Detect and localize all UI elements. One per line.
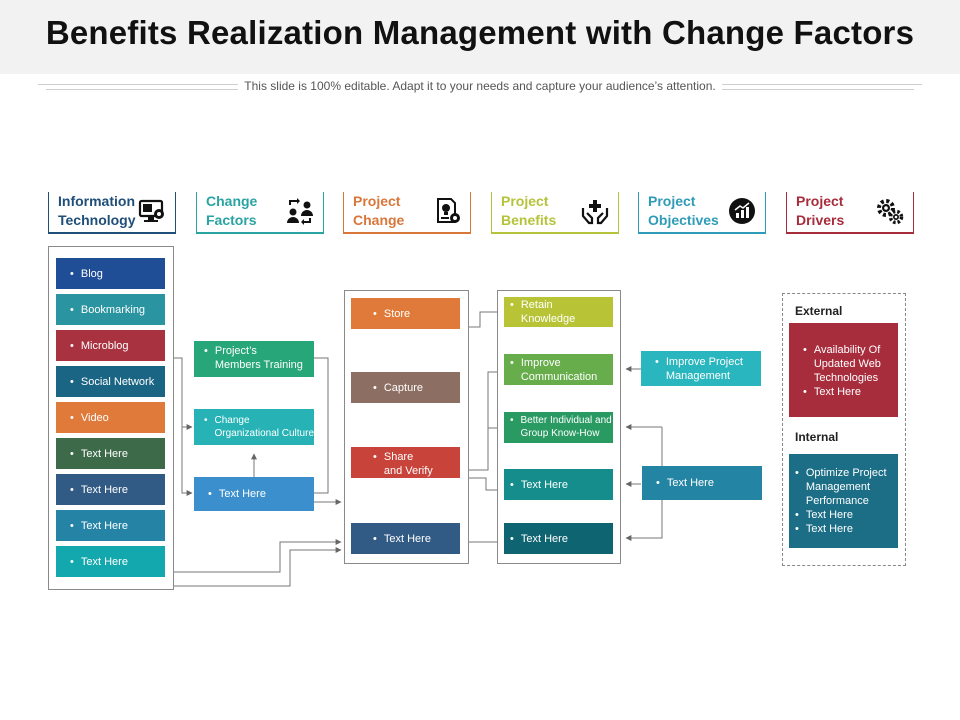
title-band bbox=[0, 0, 960, 74]
drivers-internal-item-2: •Text Here bbox=[795, 509, 853, 521]
objective-text: •Text Here bbox=[642, 466, 762, 500]
it-item-text-2: •Text Here bbox=[56, 474, 165, 505]
it-item-social-network: •Social Network bbox=[56, 366, 165, 397]
project-change-text: •Text Here bbox=[351, 523, 460, 554]
it-item-blog: •Blog bbox=[56, 258, 165, 289]
connector-objective-bracket-bottom bbox=[625, 427, 663, 541]
it-item-text-4: •Text Here bbox=[56, 546, 165, 577]
computer-settings-icon bbox=[138, 199, 164, 222]
subtitle-text: This slide is 100% editable. Adapt it to… bbox=[238, 79, 722, 93]
idea-document-icon bbox=[437, 198, 460, 223]
page-subtitle: This slide is 100% editable. Adapt it to… bbox=[0, 79, 960, 93]
benefit-text-2: •Text Here bbox=[504, 523, 613, 554]
gears-icon bbox=[877, 199, 904, 225]
change-factor-text: •Text Here bbox=[194, 477, 314, 511]
connector-cf-bracket bbox=[314, 357, 329, 494]
project-change-store: •Store bbox=[351, 298, 460, 329]
project-change-capture: •Capture bbox=[351, 372, 460, 403]
it-item-text-1: •Text Here bbox=[56, 438, 165, 469]
connector-pc-to-text1 bbox=[469, 477, 505, 493]
connector-it-to-text bbox=[173, 357, 193, 496]
people-exchange-icon bbox=[287, 198, 313, 225]
project-change-panel bbox=[344, 290, 469, 564]
drivers-internal-title: Internal bbox=[795, 430, 839, 444]
drivers-internal-item-3: •Text Here bbox=[795, 523, 853, 535]
it-item-video: •Video bbox=[56, 402, 165, 433]
drivers-panel bbox=[782, 293, 906, 566]
drivers-external-item-2: •Text Here bbox=[803, 386, 861, 398]
it-item-microblog: •Microblog bbox=[56, 330, 165, 361]
connector-pc-to-retain bbox=[469, 309, 505, 328]
it-item-bookmarking: •Bookmarking bbox=[56, 294, 165, 325]
benefit-text-1: •Text Here bbox=[504, 469, 613, 500]
drivers-external-title: External bbox=[795, 304, 843, 318]
connector-pc-to-communication bbox=[469, 369, 505, 471]
care-hands-icon bbox=[581, 200, 609, 225]
it-item-text-3: •Text Here bbox=[56, 510, 165, 541]
page-title: Benefits Realization Management with Cha… bbox=[45, 14, 915, 51]
growth-chart-icon bbox=[729, 198, 755, 224]
connector-it-to-pc-text-2 bbox=[173, 547, 342, 587]
connector-it-to-pc-text bbox=[173, 539, 342, 573]
